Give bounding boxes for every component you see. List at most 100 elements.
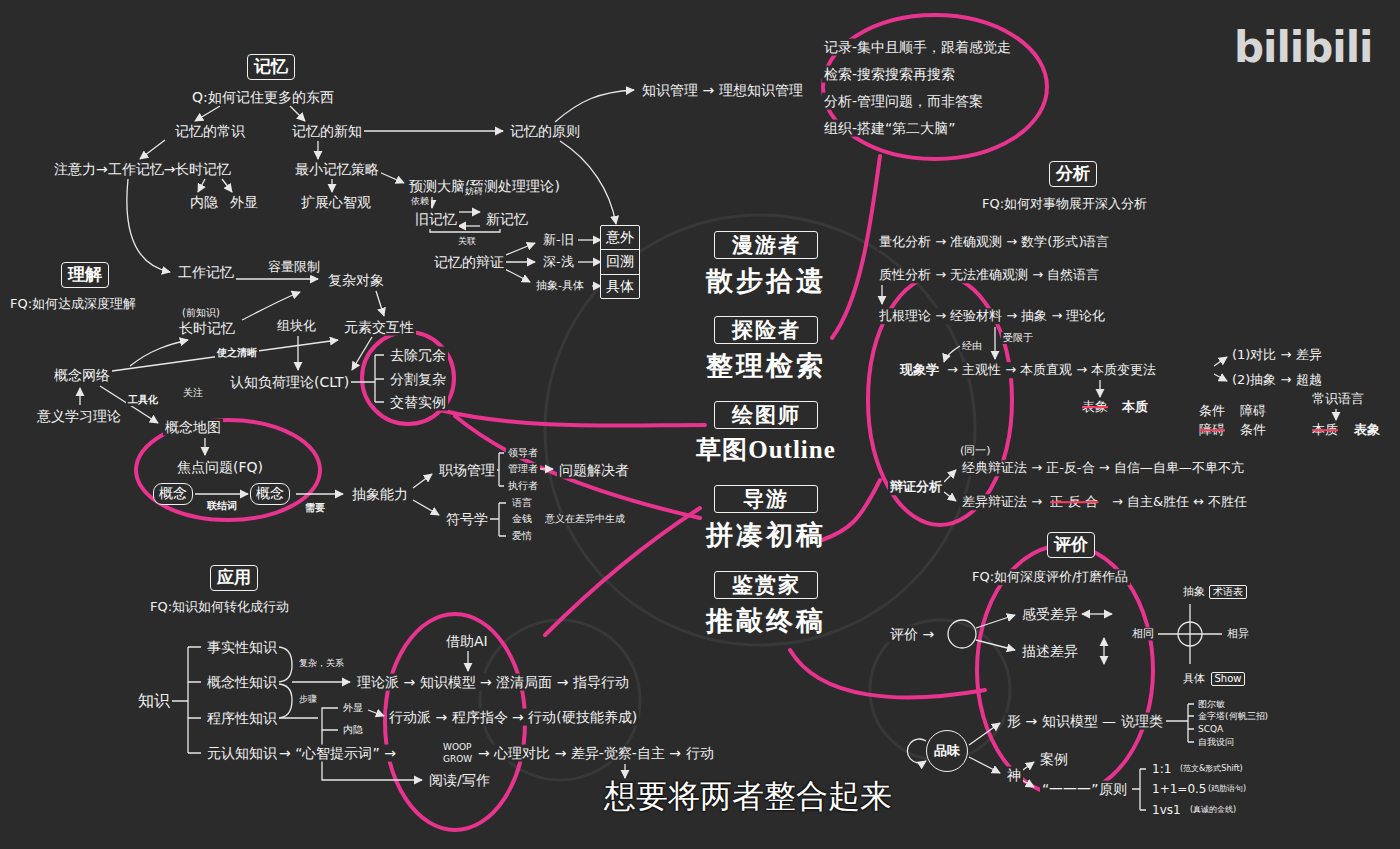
text-label: 理论派 → 知识模型 → 澄清局面 → 指导行动 (355, 674, 631, 691)
arrow (501, 243, 535, 257)
section-title: 评价 (1047, 532, 1095, 557)
arrow (560, 141, 616, 224)
text-label: (2)抽象 → 超越 (1230, 372, 1324, 388)
text-label: 差异辩证法 → (960, 494, 1044, 510)
text-label: 最小记忆策略 (293, 161, 381, 178)
text-label: 感受差异 (1020, 606, 1080, 623)
text-label: 认知负荷理论(CLT) (228, 374, 351, 391)
text-label: 金字塔(何帆三招) (1196, 711, 1270, 722)
arrow (277, 684, 292, 718)
text-label: (1)对比 → 差异 (1230, 347, 1324, 363)
arrow (297, 336, 298, 370)
text-label: (同一) (958, 444, 993, 457)
text-label: 语言 (510, 497, 534, 509)
text-label: (真诚的金线) (1188, 805, 1238, 815)
text-label: 相异 (1225, 627, 1251, 640)
node-subtext: 回溯 (601, 250, 639, 275)
text-label: 金钱 (510, 513, 534, 525)
text-label: 阅读/写作 (427, 772, 492, 789)
arrow (944, 492, 956, 501)
arrow (234, 278, 318, 279)
arrow (501, 261, 535, 262)
arrow (277, 717, 318, 718)
text-label: 检索-搜索搜索再搜索 (822, 66, 957, 83)
arrow (976, 615, 1015, 628)
arrow (1132, 769, 1146, 810)
text-label: 意义在差异中生成 (543, 513, 627, 525)
text-label: → “心智提示词” → (277, 745, 398, 762)
text-label: 依赖 (409, 196, 431, 207)
text-label: 借助AI (444, 633, 490, 650)
node-text: 评价 (1054, 534, 1088, 555)
node-text: 理解 (68, 264, 102, 285)
node-subtext: 草图Outline (696, 434, 836, 465)
highlight-circle (822, 480, 880, 540)
text-label: 新-旧 (541, 232, 576, 248)
connector (195, 493, 248, 494)
text-label: 元认知知识 (205, 745, 279, 762)
text-label: 旧记忆 (413, 211, 459, 228)
text-label: 领导者 (506, 447, 540, 459)
text-label: 元素交互性 (342, 319, 416, 336)
tag-box: Show (1211, 672, 1246, 687)
node-text: 探险者 (731, 317, 801, 343)
text-label: FQ:知识如何转化成行动 (148, 599, 291, 615)
highlight-circle (832, 156, 880, 338)
edge-label: 联结词 (205, 499, 239, 513)
circle-node: 品味 (926, 730, 968, 772)
arrow (350, 355, 384, 402)
node-text: 分析 (1056, 163, 1090, 184)
text-label: 焦点问题(FQ) (175, 459, 265, 476)
text-label: 1+1=0.5 (1150, 782, 1208, 796)
arrow (490, 503, 506, 536)
arrow (363, 130, 503, 131)
text-label: 记忆的新知 (290, 123, 364, 140)
text-label: 形 → 知识模型 — 说理类 (1005, 713, 1165, 730)
text-label: 爱情 (510, 530, 534, 542)
text-label: 扎根理论 → 经验材料 → 抽象 → 理论化 (877, 308, 1107, 324)
arrow (1158, 604, 1222, 664)
section-title: 记忆 (247, 54, 295, 79)
text-label: 组块化 (275, 318, 318, 334)
arrow (430, 229, 500, 232)
node-text: 漫游者 (731, 232, 801, 258)
text-label: 组织-搭建“第二大脑” (822, 120, 958, 137)
text-label: 障碍 (1197, 422, 1227, 438)
arrow (242, 292, 300, 320)
node-text: 绘图师 (731, 402, 801, 428)
text-label: 现象学 (898, 362, 941, 378)
section-title: 应用 (210, 565, 258, 590)
text-label: 符号学 (444, 511, 490, 528)
arrow (322, 708, 338, 730)
text-label: 量化分析 → 准确观测 → 数学(形式)语言 (877, 234, 1111, 250)
node-text: 意外 (601, 226, 639, 251)
text-label: 经典辩证法 → 正-反-合 → 自信—自卑—不卑不亢 (960, 460, 1246, 476)
node-text: 应用 (217, 567, 251, 588)
background-sketch (480, 215, 1010, 780)
arrow (624, 764, 625, 778)
role-box: 漫游者散步拾遗 (714, 231, 818, 259)
text-label: 经由 (960, 340, 984, 352)
text-label: 工作记忆 (176, 264, 236, 281)
arrow (112, 340, 338, 371)
node-text: 记忆 (254, 56, 288, 77)
text-label: 相同 (1130, 627, 1156, 640)
text-label: 复杂对象 (326, 272, 386, 289)
text-label: 本质 (1120, 399, 1150, 415)
arrow (881, 285, 882, 304)
node-text: Show (1215, 673, 1242, 686)
text-label: Q:如何记住更多的东西 (190, 89, 336, 106)
text-label: (前知识) (180, 307, 222, 319)
text-label: → 自主&胜任 ↔ 不胜任 (1110, 494, 1249, 510)
text-label: 概念地图 (163, 419, 223, 436)
arrow (458, 225, 480, 226)
node-subtext: 拼凑初稿 (706, 518, 826, 552)
tag-box: 术语表 (1209, 585, 1247, 600)
text-label: 管理者 (506, 463, 540, 475)
text-label: WOOP (441, 742, 474, 753)
text-label: 神 (1005, 767, 1023, 784)
highlight-circle (440, 410, 705, 426)
text-label: 分析-管理问题，而非答案 (822, 93, 985, 110)
node-text: 概念 (159, 485, 187, 503)
